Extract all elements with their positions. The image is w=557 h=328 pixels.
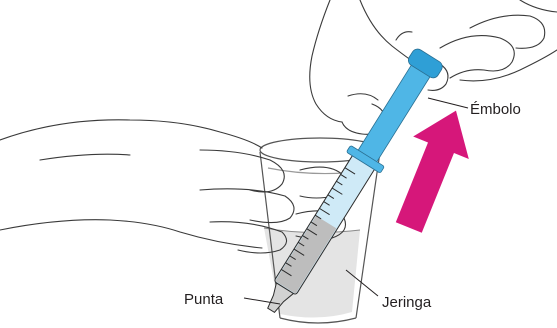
syringe-label: Jeringa bbox=[382, 294, 432, 311]
plunger-leader bbox=[428, 98, 468, 108]
tip-label: Punta bbox=[184, 291, 224, 308]
plunger-label: Émbolo bbox=[470, 101, 521, 118]
